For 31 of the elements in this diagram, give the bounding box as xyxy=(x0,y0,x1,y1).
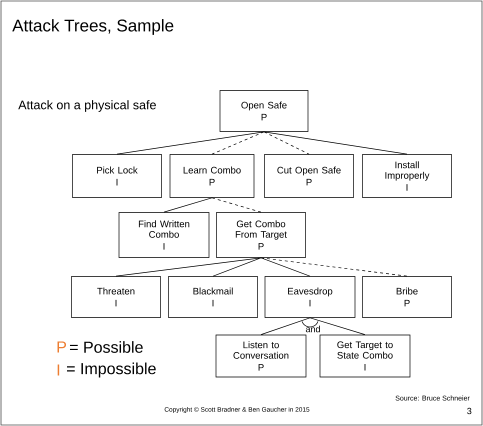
attack-box: Find Written Combo I xyxy=(118,212,210,258)
legend-letter: I xyxy=(58,364,60,376)
attack-box: Install Improperly I xyxy=(362,154,452,198)
attack-box: Pick Lock I xyxy=(72,154,162,198)
legend-letter: P xyxy=(58,341,66,352)
attack-box: Threaten I xyxy=(71,276,161,318)
attack-box: Learn Combo P xyxy=(170,154,254,198)
gate-label: and xyxy=(306,326,320,332)
attack-box: Bribe P xyxy=(362,276,452,318)
connector-line xyxy=(116,132,264,154)
connector-line xyxy=(260,258,310,276)
connector-line xyxy=(260,318,310,335)
attack-box: Blackmail I xyxy=(168,276,258,318)
attack-box: Listen to Conversation P xyxy=(216,334,306,378)
attack-box: Get Combo From Target P xyxy=(216,212,306,258)
legend-text: = Impossible xyxy=(67,362,156,378)
connector-line xyxy=(264,132,310,154)
attack-box: Open Safe P xyxy=(220,90,308,132)
legend-text: = Possible xyxy=(70,341,143,353)
attack-box: Get Target to State Combo I xyxy=(320,334,410,378)
connector-line xyxy=(212,258,262,276)
connector-line xyxy=(260,258,408,276)
connector-line xyxy=(310,318,366,335)
page-number: 3 xyxy=(467,408,472,414)
attack-box: Eavesdrop I xyxy=(264,276,356,318)
slide-title: Attack Trees, Sample xyxy=(12,19,174,35)
connector-line xyxy=(212,132,264,154)
connector-line xyxy=(116,258,262,276)
connector-line xyxy=(264,132,408,154)
attack-box: Cut Open Safe P xyxy=(264,154,354,198)
caption-text: Attack on a physical safe xyxy=(18,100,156,112)
